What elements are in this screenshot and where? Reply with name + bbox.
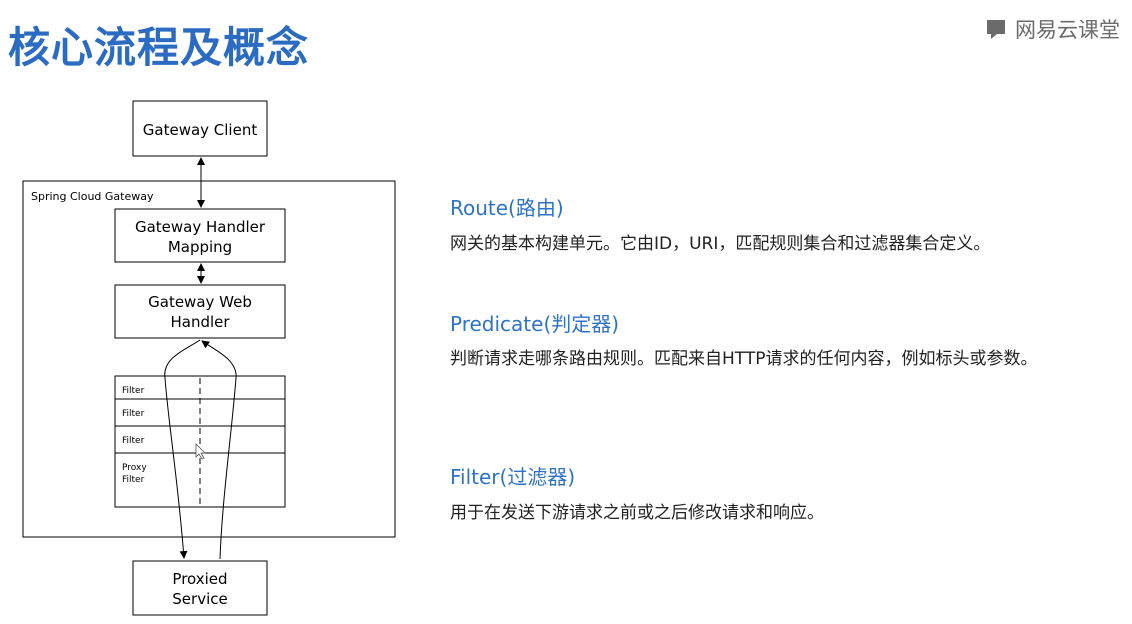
filter-title: Filter(过滤器) <box>450 465 576 489</box>
handler-mapping-label-2: Mapping <box>168 238 232 256</box>
page-title: 核心流程及概念 <box>8 23 310 72</box>
gateway-flow-diagram: Spring Cloud Gateway Gateway Client Gate… <box>22 100 396 616</box>
filter-label: Filter <box>122 386 145 396</box>
gateway-client-label: Gateway Client <box>143 121 258 139</box>
filter-description: 用于在发送下游请求之前或之后修改请求和响应。 <box>450 503 824 523</box>
route-title: Route(路由) <box>450 196 564 220</box>
proxied-service-label-1: Proxied <box>172 570 227 588</box>
web-handler-label-1: Gateway Web <box>148 293 252 311</box>
proxy-filter-label-2: Filter <box>122 475 145 485</box>
filter-label: Filter <box>122 436 145 446</box>
request-flow-arrow <box>164 339 201 559</box>
brand-name: 网易云课堂 <box>1015 18 1120 42</box>
brand-logo: 网易云课堂 <box>985 14 1120 44</box>
filter-label: Filter <box>122 409 145 419</box>
proxied-service-box <box>132 560 268 616</box>
mouse-cursor-icon <box>195 443 206 460</box>
proxied-service-label-2: Service <box>172 590 227 608</box>
gateway-container <box>22 180 396 538</box>
gateway-client-box <box>132 100 268 157</box>
predicate-title: Predicate(判定器) <box>450 312 620 336</box>
predicate-description: 判断请求走哪条路由规则。匹配来自HTTP请求的任何内容，例如标头或参数。 <box>450 349 1038 369</box>
container-label: Spring Cloud Gateway <box>31 190 154 203</box>
web-handler-box <box>114 284 286 339</box>
response-flow-arrow <box>201 340 237 560</box>
book-icon <box>987 20 1005 39</box>
handler-mapping-label-1: Gateway Handler <box>135 218 266 236</box>
handler-mapping-box <box>114 208 286 263</box>
route-description: 网关的基本构建单元。它由ID，URI，匹配规则集合和过滤器集合定义。 <box>450 234 991 254</box>
proxy-filter-label-1: Proxy <box>122 463 147 473</box>
web-handler-label-2: Handler <box>170 313 230 331</box>
